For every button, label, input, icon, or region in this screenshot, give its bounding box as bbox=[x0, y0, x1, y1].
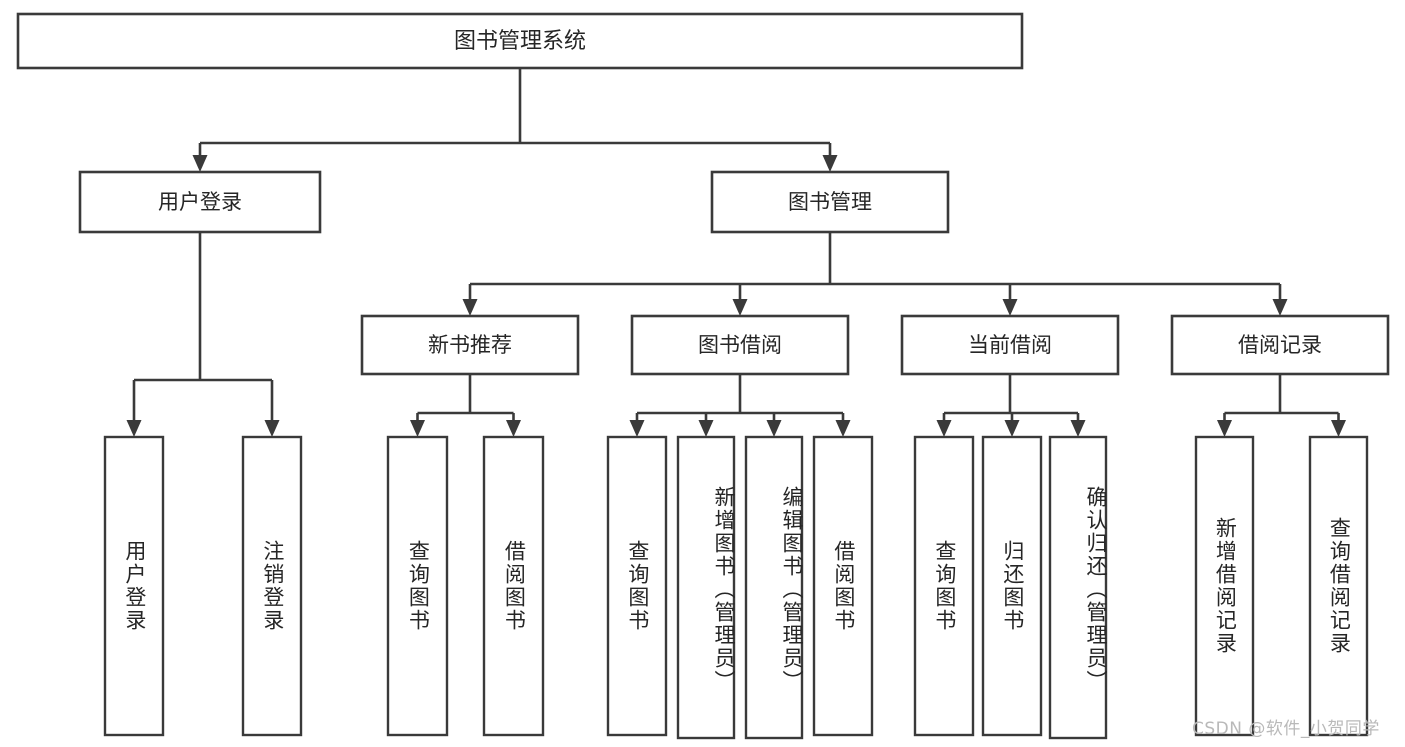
node-box-leaf-borrow-book-rec[interactable] bbox=[482, 435, 545, 737]
node-label-book-borrow: 图书借阅 bbox=[698, 333, 782, 357]
node-box-leaf-user-login[interactable] bbox=[103, 435, 165, 737]
arrow-head-leaf-borrow-book-rec bbox=[506, 420, 521, 437]
arrow-head-leaf-query-book-rec bbox=[410, 420, 425, 437]
node-box-leaf-add-borrow-record[interactable] bbox=[1194, 435, 1255, 737]
node-box-leaf-edit-book-admin[interactable] bbox=[744, 435, 804, 740]
node-label-book-manage: 图书管理 bbox=[788, 190, 872, 214]
node-label-current-borrow: 当前借阅 bbox=[968, 333, 1052, 357]
arrow-head-leaf-add-borrow-record bbox=[1217, 420, 1232, 437]
node-box-layer bbox=[16, 12, 1390, 740]
node-box-leaf-borrow-book[interactable] bbox=[812, 435, 874, 737]
node-box-current-borrow[interactable] bbox=[900, 314, 1120, 376]
arrow-head-leaf-return-book bbox=[1004, 420, 1020, 437]
arrow-head-leaf-query-borrow-record bbox=[1331, 420, 1346, 437]
node-box-book-manage[interactable] bbox=[710, 170, 950, 234]
arrow-head-borrow-record bbox=[1272, 299, 1288, 316]
node-box-leaf-query-book-rec[interactable] bbox=[386, 435, 449, 737]
csdn-watermark: CSDN @软件_小贺同学 bbox=[1192, 719, 1380, 739]
arrow-head-leaf-user-login bbox=[126, 420, 142, 437]
arrow-head-leaf-confirm-return-admin bbox=[1070, 420, 1086, 437]
node-label-user-login: 用户登录 bbox=[158, 190, 242, 214]
node-box-leaf-query-borrow-record[interactable] bbox=[1308, 435, 1369, 737]
connector-layer bbox=[126, 68, 1346, 437]
node-label-root: 图书管理系统 bbox=[454, 29, 586, 54]
node-box-book-borrow[interactable] bbox=[630, 314, 850, 376]
arrow-head-new-book-recommend bbox=[462, 299, 478, 316]
arrow-head-leaf-query-book-borrow bbox=[629, 420, 645, 437]
arrow-head-book-borrow bbox=[732, 299, 748, 316]
arrow-head-user-login bbox=[192, 155, 208, 172]
node-box-user-login[interactable] bbox=[78, 170, 322, 234]
node-box-new-book-recommend[interactable] bbox=[360, 314, 580, 376]
node-box-leaf-add-book-admin[interactable] bbox=[676, 435, 736, 740]
arrow-head-current-borrow bbox=[1002, 299, 1018, 316]
arrow-head-leaf-edit-book-admin bbox=[766, 420, 782, 437]
node-box-borrow-record[interactable] bbox=[1170, 314, 1390, 376]
arrow-head-leaf-user-logout bbox=[264, 420, 280, 437]
node-box-root[interactable] bbox=[16, 12, 1024, 70]
node-label-borrow-record: 借阅记录 bbox=[1238, 333, 1322, 357]
node-box-leaf-user-logout[interactable] bbox=[241, 435, 303, 737]
arrow-head-book-manage bbox=[822, 155, 838, 172]
node-box-leaf-return-book[interactable] bbox=[981, 435, 1043, 737]
node-label-new-book-recommend: 新书推荐 bbox=[428, 333, 512, 357]
arrow-head-leaf-add-book-admin bbox=[698, 420, 714, 437]
node-box-leaf-query-book-borrow[interactable] bbox=[606, 435, 668, 737]
arrow-head-leaf-query-book-cur bbox=[936, 420, 952, 437]
node-box-leaf-query-book-cur[interactable] bbox=[913, 435, 975, 737]
node-box-leaf-confirm-return-admin[interactable] bbox=[1048, 435, 1108, 740]
arrow-head-leaf-borrow-book bbox=[835, 420, 851, 437]
